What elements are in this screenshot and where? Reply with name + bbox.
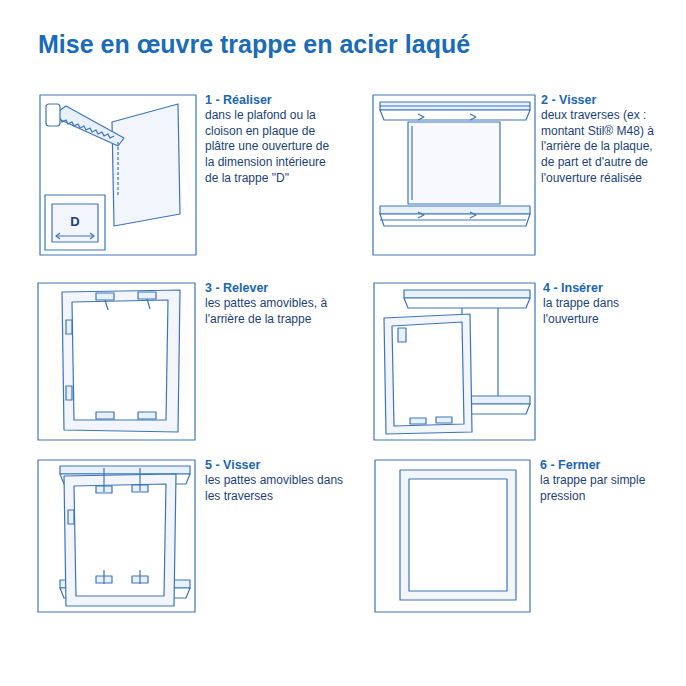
line-art: [66, 320, 72, 334]
insert-frame: [384, 290, 530, 434]
line-art: [404, 298, 530, 308]
step-panel: 1 - Réaliserdans le plafond ou la cloiso…: [40, 92, 370, 260]
line-art: [40, 95, 196, 255]
line-art: [380, 102, 530, 110]
step-description: dans le plafond ou la cloison en plaque …: [205, 108, 333, 186]
line-art: [60, 466, 190, 474]
line-art: [138, 412, 156, 419]
line-art: [52, 204, 98, 242]
step-heading: 2 - Visser: [541, 92, 669, 108]
line-art: [56, 235, 94, 236]
step-heading: 3 - Relever: [205, 280, 363, 296]
line-art: [103, 468, 104, 492]
line-art: [38, 460, 195, 612]
line-art: [374, 283, 535, 440]
line-art: [96, 412, 114, 419]
step-text: 4 - Insérerla trappe dans l'ouverture: [543, 280, 675, 327]
line-art: [497, 308, 498, 396]
trap-frame-tabs: [62, 290, 180, 432]
step-panel: 6 - Fermerla trappe par simple pression: [375, 457, 685, 617]
line-art: [410, 418, 426, 424]
step-description: deux traverses (ex : montant Stil® M48) …: [541, 108, 669, 186]
step-heading: 1 - Réaliser: [205, 92, 333, 108]
panel-frames: [38, 95, 535, 612]
line-art: [103, 570, 104, 584]
line-art: [62, 290, 180, 432]
line-art: [392, 322, 464, 426]
line-art: [38, 283, 195, 440]
line-art: [373, 95, 535, 255]
step-description: les pattes amovibles, à l'arrière de la …: [205, 296, 363, 327]
line-art: [139, 570, 140, 584]
line-art: [105, 300, 108, 310]
line-art: [380, 214, 530, 226]
line-art: [404, 290, 530, 298]
line-art: [46, 104, 60, 126]
line-art: [436, 417, 452, 423]
closed-trap: [400, 470, 516, 600]
line-art: [380, 110, 530, 120]
line-art: [470, 212, 476, 218]
line-art: [139, 468, 140, 491]
step-panel: 5 - Visserles pattes amovibles dans les …: [38, 457, 368, 617]
line-art: [400, 470, 516, 600]
line-art: [68, 510, 74, 524]
line-art: [380, 105, 530, 106]
line-art: [147, 299, 150, 309]
line-art: [117, 142, 118, 196]
dimension-inset: [45, 195, 105, 250]
line-art: [52, 106, 124, 146]
step-panel: 3 - Releverles pattes amovibles, à l'arr…: [38, 280, 368, 445]
step-description: la trappe par simple pression: [540, 473, 676, 504]
line-art: [398, 328, 406, 342]
dimension-label: D: [70, 214, 79, 229]
line-art: [470, 114, 476, 120]
step-panel: 4 - Insérerla trappe dans l'ouverture: [374, 280, 684, 445]
line-art: [64, 474, 176, 606]
page-title: Mise en œuvre trappe en acier laqué: [38, 30, 470, 59]
line-art: [418, 212, 424, 218]
line-art: [72, 300, 168, 420]
step-text: 3 - Releverles pattes amovibles, à l'arr…: [205, 280, 363, 327]
line-art: [384, 314, 472, 434]
line-art: [112, 104, 180, 226]
step-text: 2 - Visserdeux traverses (ex : montant S…: [541, 92, 669, 186]
step-text: 5 - Visserles pattes amovibles dans les …: [205, 457, 355, 504]
rails-opening: [380, 102, 530, 226]
line-art: [138, 292, 156, 299]
line-art: [409, 479, 507, 591]
step-heading: 5 - Visser: [205, 457, 355, 473]
step-description: les pattes amovibles dans les traverses: [205, 473, 355, 504]
step-panel: 2 - Visserdeux traverses (ex : montant S…: [373, 92, 683, 260]
line-art: [74, 484, 166, 596]
screwed-frame: [60, 466, 190, 606]
step-heading: 4 - Insérer: [543, 280, 675, 296]
line-art: [56, 233, 60, 239]
line-art: [408, 122, 500, 204]
line-art: [66, 386, 72, 400]
step-text: 6 - Fermerla trappe par simple pression: [540, 457, 676, 504]
line-art: [375, 460, 530, 612]
step-text: 1 - Réaliserdans le plafond ou la cloiso…: [205, 92, 333, 186]
line-art: [418, 114, 424, 120]
line-art: [411, 126, 412, 200]
line-art: [90, 233, 94, 239]
line-art: [380, 206, 530, 214]
line-art: [380, 219, 526, 220]
step-description: la trappe dans l'ouverture: [543, 296, 675, 327]
line-art: [96, 293, 114, 300]
step-heading: 6 - Fermer: [540, 457, 676, 473]
line-art: [56, 118, 114, 138]
line-art: [45, 195, 105, 250]
